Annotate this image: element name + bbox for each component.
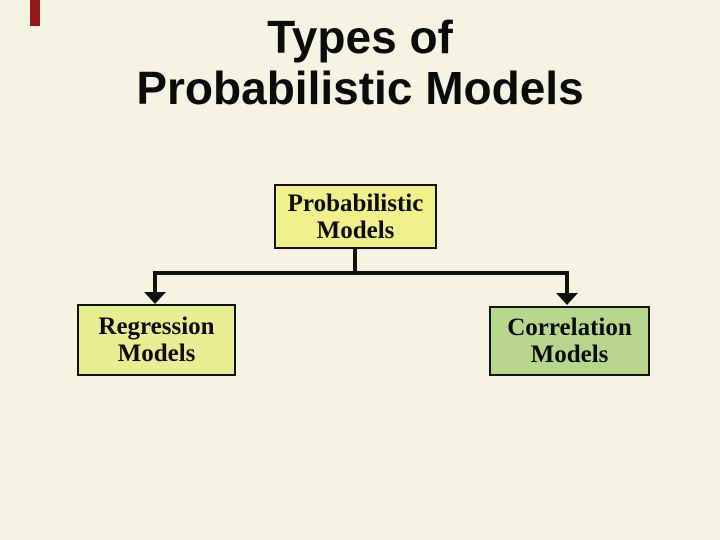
connector-horizontal-rail — [153, 271, 569, 275]
node-regression-models: Regression Models — [77, 304, 236, 376]
connector-left-stem — [153, 271, 157, 293]
red-accent-bar — [30, 0, 40, 26]
down-arrow-right-icon — [556, 293, 578, 305]
connector-right-stem — [565, 271, 569, 293]
down-arrow-left-icon — [144, 292, 166, 304]
node-probabilistic-models-label: Probabilistic Models — [287, 189, 424, 244]
node-correlation-models: Correlation Models — [489, 306, 650, 376]
node-regression-models-label: Regression Models — [98, 313, 215, 367]
connector-root-stem — [353, 249, 357, 275]
slide-title-line1: Types of — [267, 11, 453, 63]
node-probabilistic-models: Probabilistic Models — [274, 184, 437, 249]
slide-title-line2: Probabilistic Models — [136, 62, 584, 114]
node-correlation-models-label: Correlation Models — [507, 314, 632, 368]
